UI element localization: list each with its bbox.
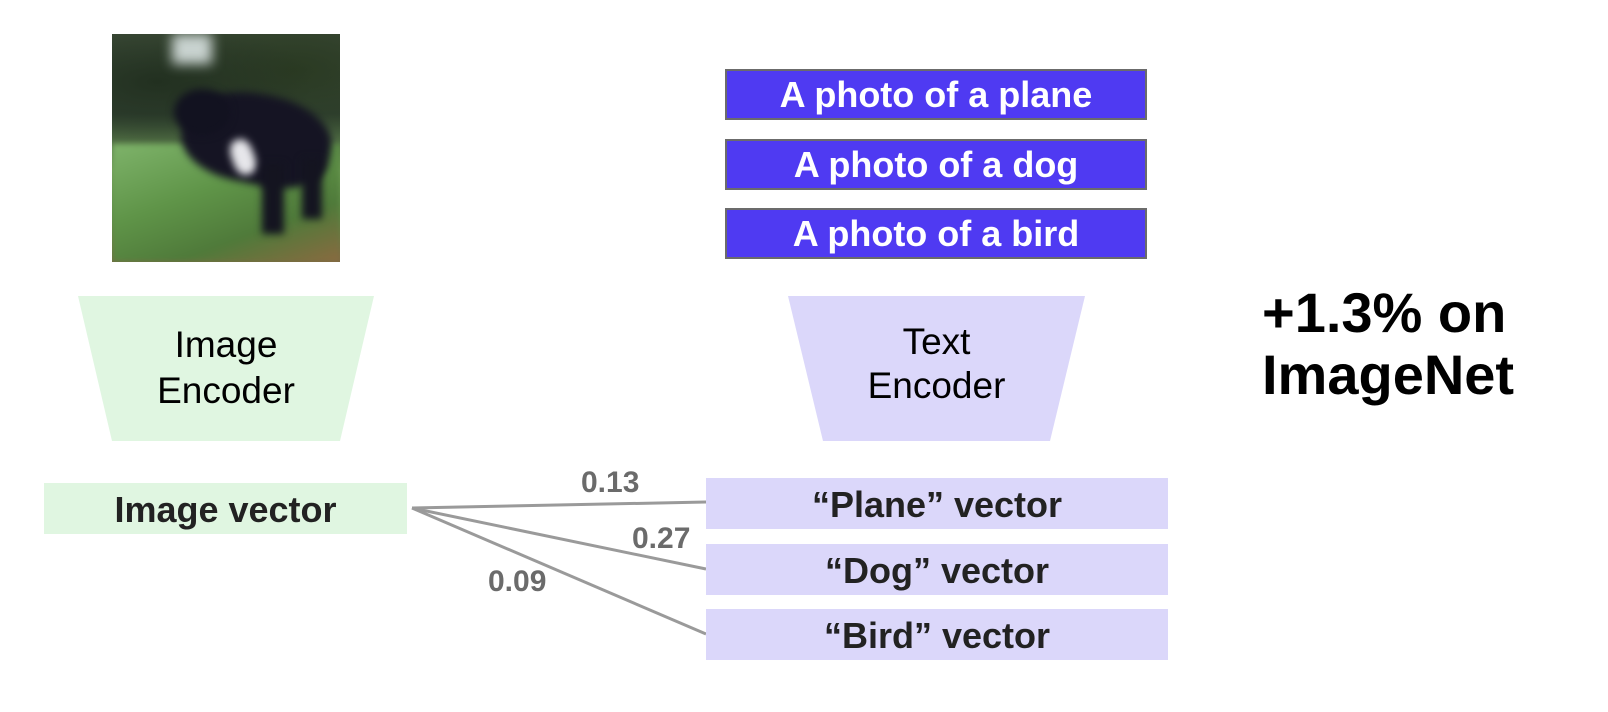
text-vector-plane: “Plane” vector xyxy=(706,478,1168,529)
score-plane: 0.13 xyxy=(581,466,640,499)
image-encoder-shape xyxy=(78,296,374,441)
result-line2: ImageNet xyxy=(1262,343,1515,406)
image-vector: Image vector xyxy=(44,483,407,534)
input-dog-image xyxy=(112,34,340,262)
prompt-bird: A photo of a bird xyxy=(725,208,1147,259)
result-text: +1.3% on ImageNet xyxy=(1262,282,1514,406)
text-encoder-label-line1: Text xyxy=(902,321,971,362)
line-dog xyxy=(411,506,707,571)
text-encoder: Text Encoder xyxy=(788,296,1085,441)
result-line1: +1.3% on xyxy=(1262,281,1507,344)
line-plane xyxy=(411,500,707,510)
text-encoder-shape xyxy=(788,296,1085,441)
line-bird xyxy=(411,506,707,636)
image-encoder: Image Encoder xyxy=(78,296,374,441)
prompt-plane: A photo of a plane xyxy=(725,69,1147,120)
text-encoder-label-line2: Encoder xyxy=(867,365,1006,406)
image-encoder-label-line1: Image xyxy=(174,324,278,365)
image-encoder-label-line2: Encoder xyxy=(157,370,295,411)
score-dog: 0.27 xyxy=(632,522,691,555)
prompt-dog: A photo of a dog xyxy=(725,139,1147,190)
text-vector-bird: “Bird” vector xyxy=(706,609,1168,660)
score-bird: 0.09 xyxy=(488,565,547,598)
text-vector-dog: “Dog” vector xyxy=(706,544,1168,595)
